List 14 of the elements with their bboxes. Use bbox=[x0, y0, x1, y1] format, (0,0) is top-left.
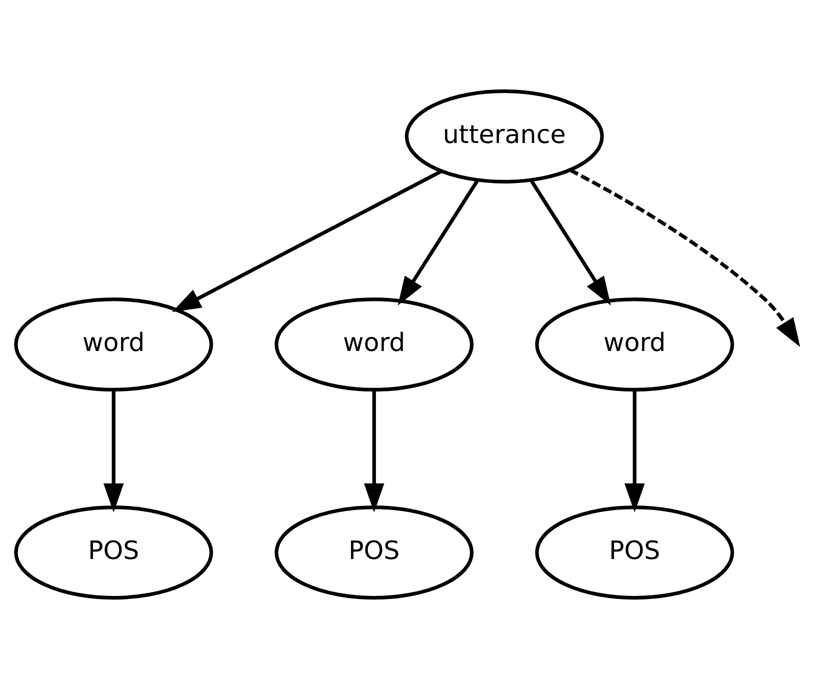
arrow bbox=[364, 390, 384, 512]
node-ellipse: POS bbox=[14, 505, 214, 600]
arrow bbox=[398, 178, 480, 305]
arrow bbox=[103, 390, 124, 512]
node-ellipse: word bbox=[535, 296, 734, 392]
arrow bbox=[530, 178, 611, 305]
arrow bbox=[172, 169, 442, 312]
node-ellipse: word bbox=[274, 296, 474, 392]
node-ellipse: utterance bbox=[404, 88, 604, 183]
arrow bbox=[624, 390, 645, 512]
node-ellipse: POS bbox=[535, 505, 734, 600]
node-ellipse: POS bbox=[274, 505, 474, 600]
node-ellipse: word bbox=[14, 296, 214, 392]
arrow bbox=[569, 168, 800, 347]
